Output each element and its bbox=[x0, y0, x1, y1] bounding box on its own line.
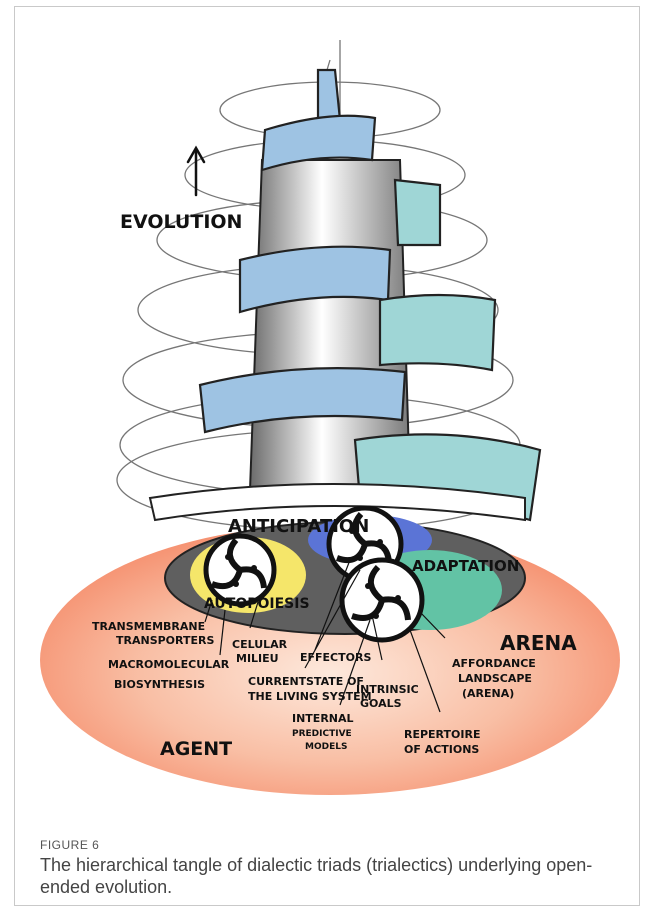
figure-label: FIGURE 6 bbox=[40, 838, 99, 852]
affordance-label-3: (ARENA) bbox=[462, 687, 514, 700]
evolution-label: EVOLUTION bbox=[120, 211, 242, 233]
effectors-label: EFFECTORS bbox=[300, 651, 371, 664]
arena-label: ARENA bbox=[500, 631, 577, 655]
triskelion-autopoiesis bbox=[206, 536, 274, 604]
evolution-arrow-icon bbox=[188, 148, 204, 195]
internal-label-2: PREDICTIVE bbox=[292, 729, 352, 739]
cellular-label-1: CELULAR bbox=[232, 638, 288, 651]
affordance-label-1: AFFORDANCE bbox=[452, 657, 536, 670]
repertoire-label-1: REPERTOIRE bbox=[404, 728, 480, 741]
figure-illustration: EVOLUTION ANTICIPATION ADAPTATION AUTOPO… bbox=[0, 0, 656, 810]
triskelion-adaptation bbox=[342, 560, 422, 640]
anticipation-label: ANTICIPATION bbox=[228, 516, 369, 537]
repertoire-label-2: OF ACTIONS bbox=[404, 743, 479, 756]
affordance-label-2: LANDSCAPE bbox=[458, 672, 532, 685]
current-label-3: THE LIVING SYSTEM bbox=[248, 690, 372, 703]
autopoiesis-label: AUTOPOIESIS bbox=[204, 596, 310, 612]
internal-label-3: MODELS bbox=[305, 742, 347, 752]
macromolecular-label-2: BIOSYNTHESIS bbox=[114, 678, 205, 691]
cellular-label-2: MILIEU bbox=[236, 652, 279, 665]
adaptation-label: ADAPTATION bbox=[412, 557, 519, 575]
intrinsic-label-2: GOALS bbox=[360, 697, 402, 710]
transmembrane-label-2: TRANSPORTERS bbox=[116, 634, 214, 647]
blue-ribbons bbox=[200, 70, 405, 432]
intrinsic-label-1: INTRINSIC bbox=[356, 683, 419, 696]
macromolecular-label-1: MACROMOLECULAR bbox=[108, 658, 230, 671]
transmembrane-label-1: TRANSMEMBRANE bbox=[92, 620, 205, 633]
internal-label-1: INTERNAL bbox=[292, 712, 354, 725]
current-label-1: CURRENT bbox=[248, 675, 307, 688]
figure-caption: The hierarchical tangle of dialectic tri… bbox=[40, 854, 620, 898]
agent-label: AGENT bbox=[160, 738, 232, 760]
